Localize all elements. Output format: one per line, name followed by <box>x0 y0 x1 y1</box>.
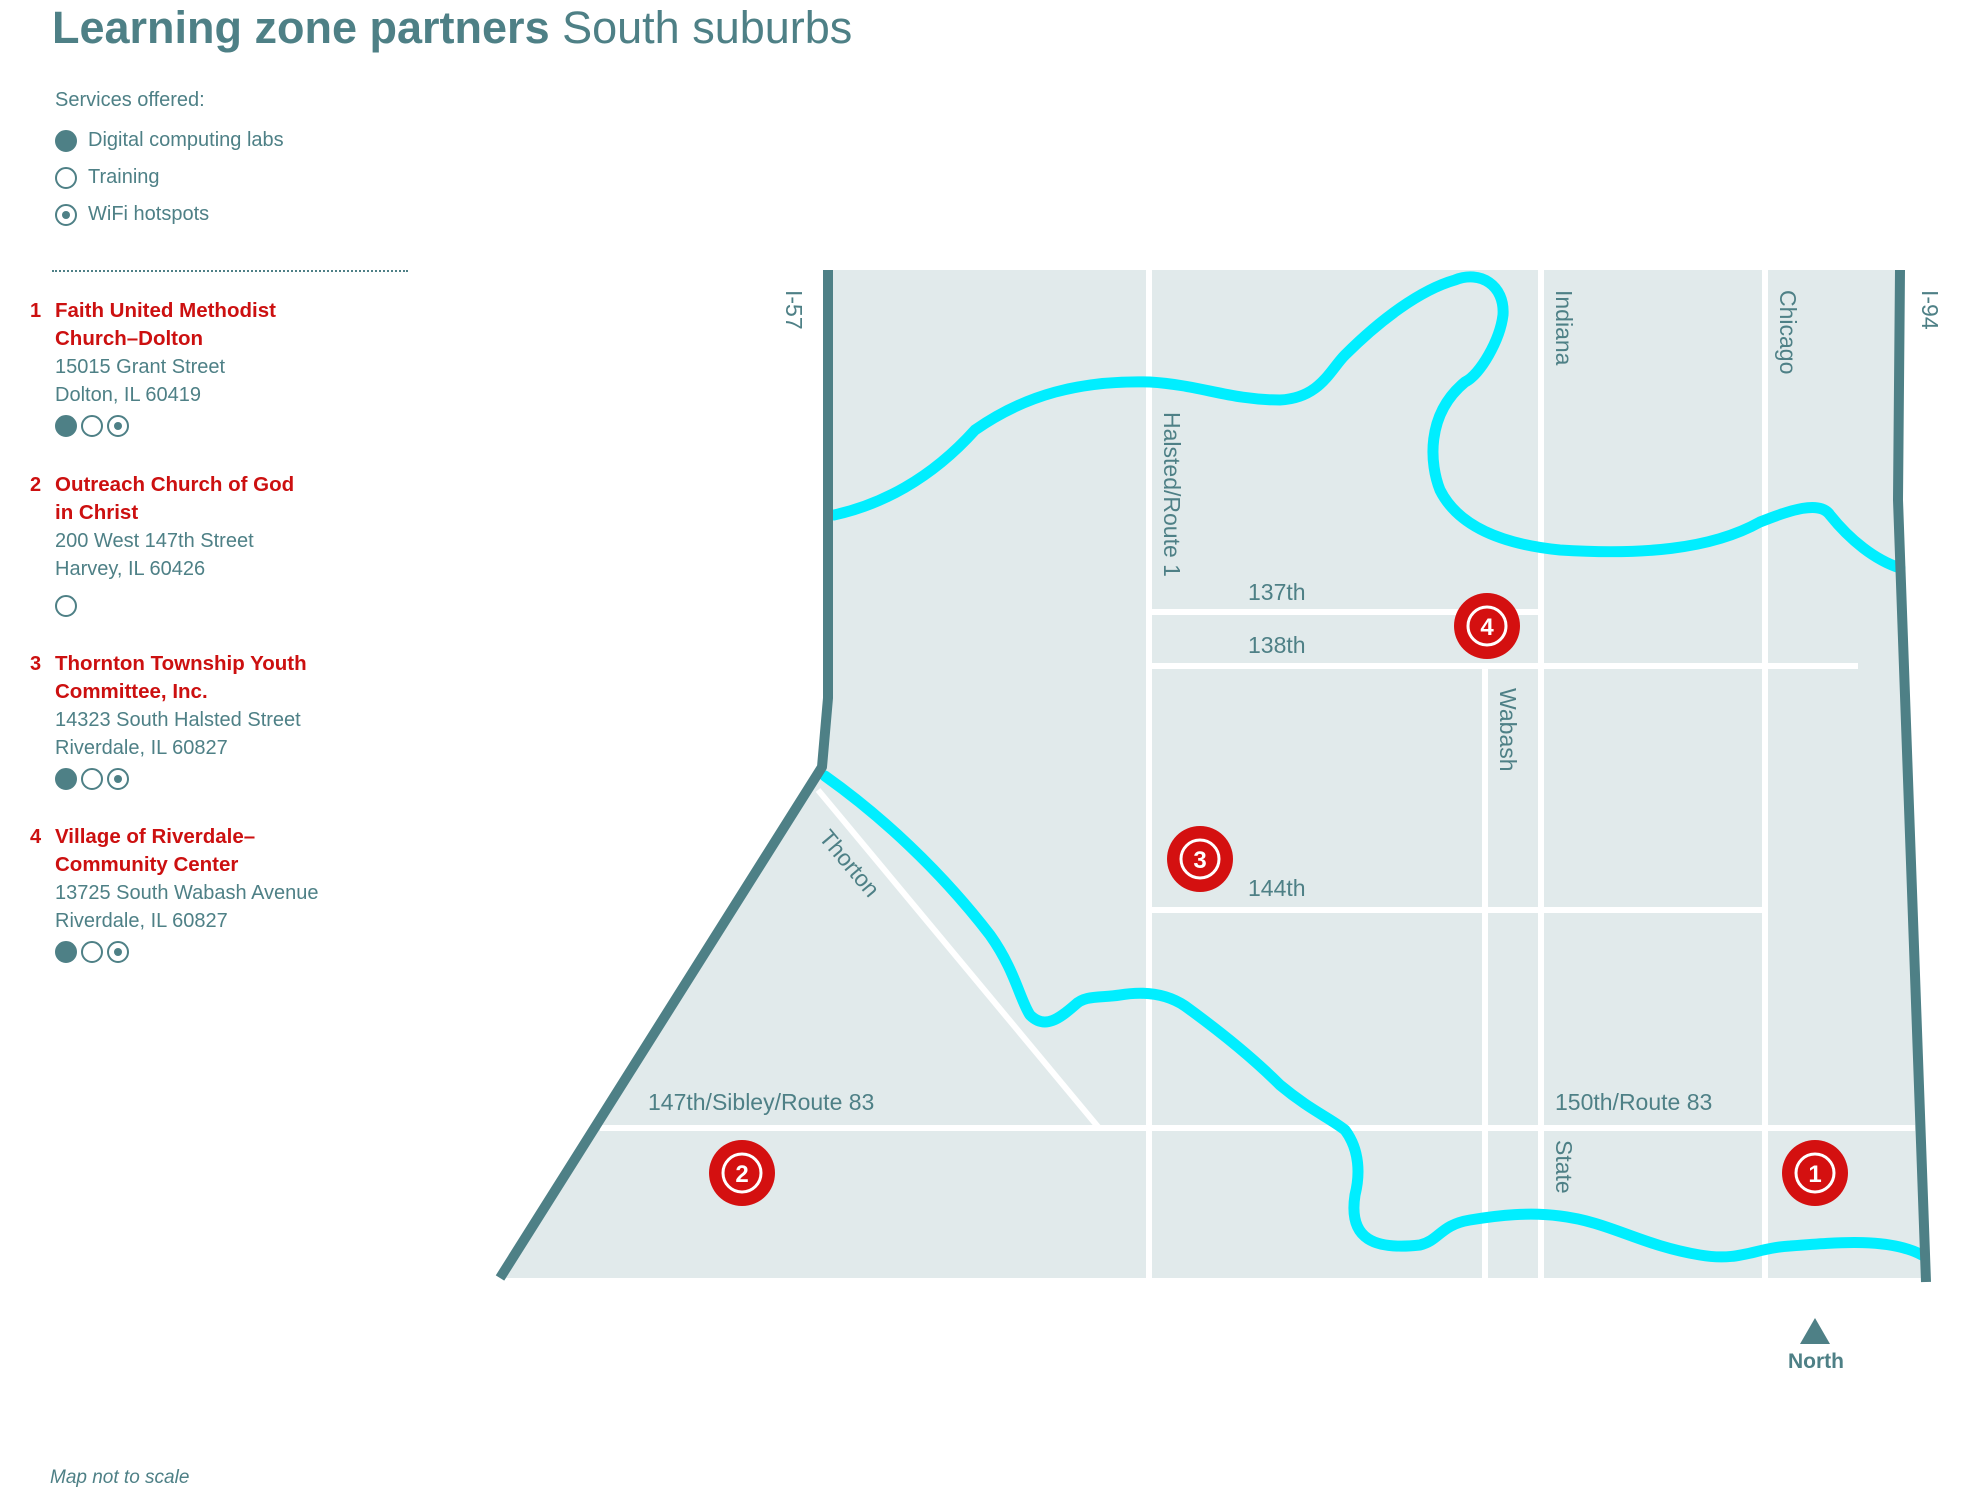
marker-1[interactable]: 1 <box>1782 1140 1848 1206</box>
street-grid <box>600 270 1915 1278</box>
open-circle-icon <box>55 595 77 617</box>
marker-2-label: 2 <box>735 1161 748 1188</box>
label-i94: I-94 <box>1917 290 1943 330</box>
services-legend: Services offered: Digital computing labs… <box>55 88 284 233</box>
street-thorton <box>815 788 1102 1130</box>
location-city: Riverdale, IL 60827 <box>55 910 228 932</box>
location-city: Dolton, IL 60419 <box>55 384 202 406</box>
location-1: 1 Faith United Methodist Church–Dolton 1… <box>30 297 276 437</box>
location-address: 200 West 147th Street <box>55 530 254 552</box>
legend-label: Training <box>88 166 160 188</box>
location-address: 14323 South Halsted Street <box>55 709 301 731</box>
river-north <box>828 271 1906 574</box>
location-name: Community Center <box>55 853 239 876</box>
label-144th: 144th <box>1248 875 1306 901</box>
filled-circle-icon <box>55 415 77 437</box>
highway-i57 <box>495 270 833 1281</box>
scale-note: Map not to scale <box>50 1467 190 1488</box>
location-4: 4 Village of Riverdale– Community Center… <box>30 823 319 963</box>
title-subtitle: South suburbs <box>562 2 853 53</box>
marker-2[interactable]: 2 <box>709 1140 775 1206</box>
location-number: 4 <box>30 826 42 848</box>
location-name: Faith United Methodist <box>55 299 276 322</box>
location-2: 2 Outreach Church of God in Christ 200 W… <box>30 471 294 617</box>
legend-item-digital: Digital computing labs <box>55 122 284 159</box>
north-label: North <box>1788 1350 1844 1373</box>
legend-item-training: Training <box>55 159 284 196</box>
location-number: 2 <box>30 474 42 496</box>
title-bold: Learning zone partners <box>52 2 550 53</box>
highway-i94 <box>1893 269 1931 1283</box>
location-services <box>55 415 276 437</box>
location-3: 3 Thornton Township Youth Committee, Inc… <box>30 650 307 790</box>
location-name: Church–Dolton <box>55 327 204 350</box>
legend-item-wifi: WiFi hotspots <box>55 196 284 233</box>
marker-1-label: 1 <box>1808 1161 1821 1188</box>
marker-4[interactable]: 4 <box>1454 593 1520 659</box>
north-indicator: North <box>1788 1318 1844 1374</box>
marker-3-label: 3 <box>1193 847 1206 874</box>
legend-label: WiFi hotspots <box>88 203 210 225</box>
location-city: Riverdale, IL 60827 <box>55 737 228 759</box>
highways <box>495 269 1931 1283</box>
label-chicago: Chicago <box>1775 290 1801 374</box>
label-137th: 137th <box>1248 579 1306 605</box>
label-138th: 138th <box>1248 632 1306 658</box>
dot-circle-icon <box>107 768 129 790</box>
dot-circle-icon <box>107 415 129 437</box>
river <box>819 271 1928 1263</box>
open-circle-icon <box>81 415 103 437</box>
marker-4-label: 4 <box>1480 614 1494 641</box>
location-number: 3 <box>30 653 42 675</box>
location-city: Harvey, IL 60426 <box>55 558 206 580</box>
location-number: 1 <box>30 300 42 322</box>
open-circle-icon <box>55 166 77 189</box>
label-halsted: Halsted/Route 1 <box>1159 412 1185 577</box>
open-circle-icon <box>81 768 103 790</box>
label-i57: I-57 <box>781 290 807 330</box>
label-state: State <box>1551 1140 1577 1194</box>
river-south <box>819 770 1928 1263</box>
location-name: in Christ <box>55 501 139 524</box>
dot-circle-icon <box>55 203 77 226</box>
dotted-divider <box>52 270 408 272</box>
location-name: Thornton Township Youth <box>55 652 307 675</box>
services-header: Services offered: <box>55 89 205 111</box>
location-name: Outreach Church of God <box>55 473 295 496</box>
location-services <box>55 595 294 617</box>
map-land <box>500 270 1926 1278</box>
label-indiana: Indiana <box>1551 290 1577 366</box>
open-circle-icon <box>81 941 103 963</box>
dot-circle-icon <box>107 941 129 963</box>
label-150th: 150th/Route 83 <box>1555 1089 1712 1115</box>
legend-label: Digital computing labs <box>88 129 284 151</box>
location-services <box>55 768 307 790</box>
label-wabash: Wabash <box>1495 688 1521 772</box>
location-address: 13725 South Wabash Avenue <box>55 882 319 904</box>
location-name: Village of Riverdale– <box>55 825 256 848</box>
filled-circle-icon <box>55 768 77 790</box>
location-services <box>55 941 319 963</box>
label-sibley: 147th/Sibley/Route 83 <box>648 1089 874 1115</box>
location-name: Committee, Inc. <box>55 680 208 703</box>
location-address: 15015 Grant Street <box>55 356 226 378</box>
page-title: Learning zone partners South suburbs <box>52 2 852 54</box>
north-arrow-icon <box>1800 1318 1830 1344</box>
marker-3[interactable]: 3 <box>1167 826 1233 892</box>
filled-circle-icon <box>55 941 77 963</box>
filled-circle-icon <box>55 129 77 152</box>
